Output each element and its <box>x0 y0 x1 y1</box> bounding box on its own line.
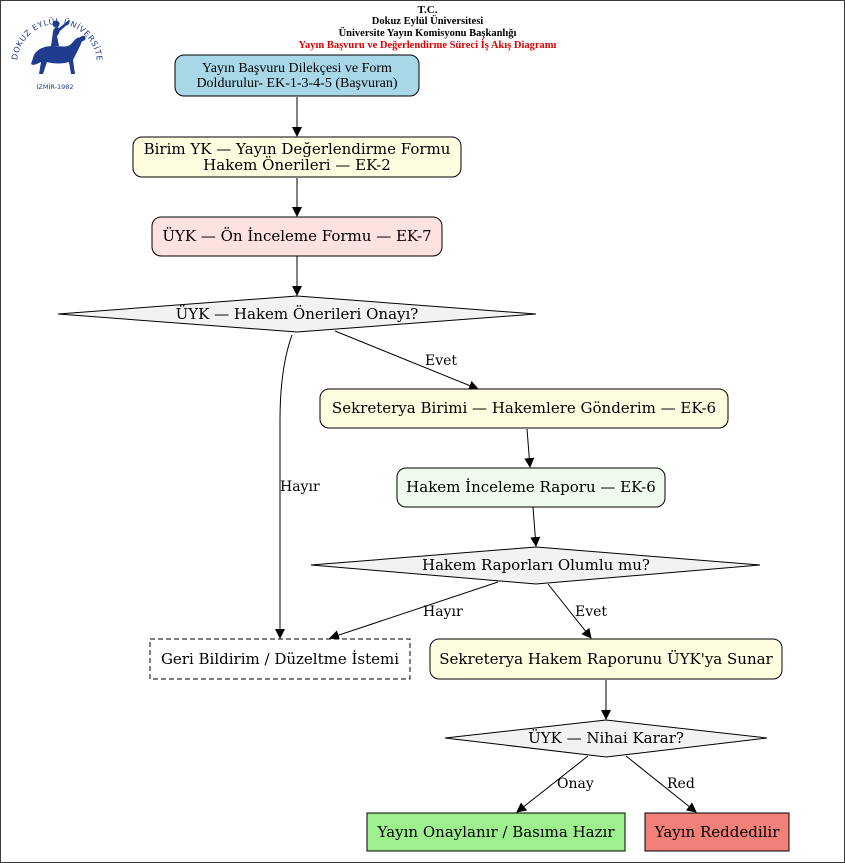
edge-approval-yes <box>334 330 479 391</box>
edge-send-to-report <box>524 428 535 468</box>
node-preliminary-review: ÜYK — Ön İnceleme Formu — EK-7 <box>151 216 443 257</box>
decision-referee-approval: ÜYK — Hakem Önerileri Onayı? <box>57 295 537 333</box>
node-present-report: Sekreterya Hakem Raporunu ÜYK'ya Sunar <box>429 638 783 680</box>
svg-text:Birim YK — Yayın Değerlendirme: Birim YK — Yayın Değerlendirme Formu <box>144 140 451 158</box>
svg-text:Hakem Önerileri — EK-2: Hakem Önerileri — EK-2 <box>203 156 391 174</box>
header-line-tc: T.C. <box>417 4 438 16</box>
svg-text:Sekreterya Birimi — Hakemlere: Sekreterya Birimi — Hakemlere Gönderim —… <box>332 399 716 417</box>
edge-approval-no <box>275 334 293 639</box>
edge-positive-no <box>329 581 499 640</box>
university-logo: DOKUZ EYLÜL ÜNİVERSİTESİ İZMİR-1982 <box>3 6 103 91</box>
svg-text:Doldurulur- EK-1-3-4-5 (Başvur: Doldurulur- EK-1-3-4-5 (Başvuran) <box>196 76 397 91</box>
node-application: Yayın Başvuru Dilekçesi ve Form Doldurul… <box>174 54 420 97</box>
node-unit-yk-evaluation: Birim YK — Yayın Değerlendirme Formu Hak… <box>132 136 462 178</box>
header-university: Dokuz Eylül Üniversitesi <box>371 16 484 27</box>
edge-positive-yes <box>547 583 592 639</box>
svg-text:ÜYK — Hakem Önerileri Onayı?: ÜYK — Hakem Önerileri Onayı? <box>176 305 419 323</box>
svg-text:İZMİR-1982: İZMİR-1982 <box>36 82 73 91</box>
decision-reports-positive: Hakem Raporları Olumlu mu? <box>310 546 761 585</box>
node-send-to-referees: Sekreterya Birimi — Hakemlere Gönderim —… <box>319 388 729 429</box>
svg-text:ÜYK — Ön İnceleme Formu — EK-7: ÜYK — Ön İnceleme Formu — EK-7 <box>162 227 431 245</box>
edge-final-approve <box>516 755 589 813</box>
node-feedback-request: Geri Bildirim / Düzeltme İstemi <box>149 638 411 680</box>
header-commission: Üniversite Yayın Komisyonu Başkanlığı <box>338 28 517 39</box>
edge-final-reject <box>625 755 697 813</box>
svg-text:Yayın Reddedilir: Yayın Reddedilir <box>654 823 781 841</box>
edge-label-no: Hayır <box>280 479 320 495</box>
svg-text:Hakem Raporları Olumlu mu?: Hakem Raporları Olumlu mu? <box>422 556 650 574</box>
svg-text:Hakem İnceleme Raporu — EK-6: Hakem İnceleme Raporu — EK-6 <box>406 478 656 496</box>
edge-report-to-positive <box>530 506 541 547</box>
node-approved: Yayın Onaylanır / Basıma Hazır <box>366 812 626 852</box>
svg-text:Geri Bildirim / Düzeltme İstem: Geri Bildirim / Düzeltme İstemi <box>161 650 399 668</box>
horse-rider-icon <box>31 20 86 74</box>
edge-label-yes: Evet <box>575 604 607 620</box>
node-referee-report: Hakem İnceleme Raporu — EK-6 <box>396 467 666 508</box>
edge-label-yes: Evet <box>425 353 457 369</box>
decision-final: ÜYK — Nihai Karar? <box>444 719 768 758</box>
edge-label-reject: Red <box>667 776 695 792</box>
svg-text:Yayın Onaylanır / Basıma Hazır: Yayın Onaylanır / Basıma Hazır <box>376 823 615 841</box>
svg-text:Sekreterya Hakem Raporunu ÜYK': Sekreterya Hakem Raporunu ÜYK'ya Sunar <box>439 650 773 668</box>
header-diagram-title: Yayın Başvuru ve Değerlendirme Süreci İş… <box>298 40 557 51</box>
node-rejected: Yayın Reddedilir <box>644 812 790 852</box>
edge-label-approve: Onay <box>557 776 594 792</box>
svg-text:ÜYK — Nihai Karar?: ÜYK — Nihai Karar? <box>528 729 684 747</box>
edge-label-no: Hayır <box>423 604 463 620</box>
svg-text:Yayın Başvuru Dilekçesi ve For: Yayın Başvuru Dilekçesi ve Form <box>202 61 392 76</box>
